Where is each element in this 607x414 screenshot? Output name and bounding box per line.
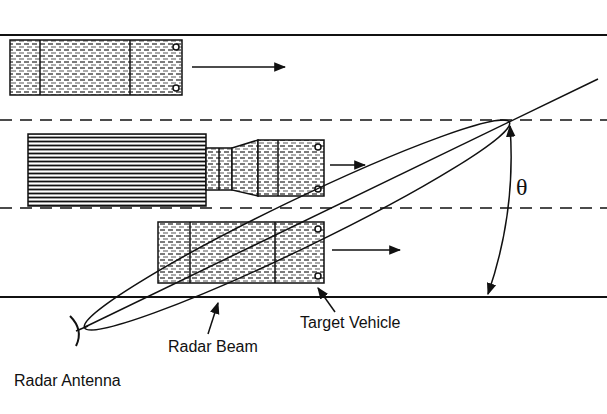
lane-line — [0, 207, 607, 209]
angle-label: θ — [516, 174, 528, 200]
target-vehicle — [158, 222, 324, 283]
tractor-trailer — [28, 134, 324, 206]
leader-line — [208, 303, 218, 334]
part-label: Radar Beam — [168, 338, 258, 356]
antenna-feed — [76, 326, 88, 331]
road-edge — [0, 296, 607, 298]
truck — [10, 40, 182, 95]
angle-arc — [488, 126, 511, 294]
part-label: Target Vehicle — [300, 314, 401, 332]
road-edge — [0, 34, 607, 36]
motion-arrow — [330, 164, 365, 166]
leader-line — [318, 288, 335, 312]
beam-axis — [85, 79, 598, 327]
motion-arrow — [332, 249, 400, 251]
part-label: Radar Antenna — [14, 372, 121, 390]
motion-arrow — [192, 66, 285, 68]
